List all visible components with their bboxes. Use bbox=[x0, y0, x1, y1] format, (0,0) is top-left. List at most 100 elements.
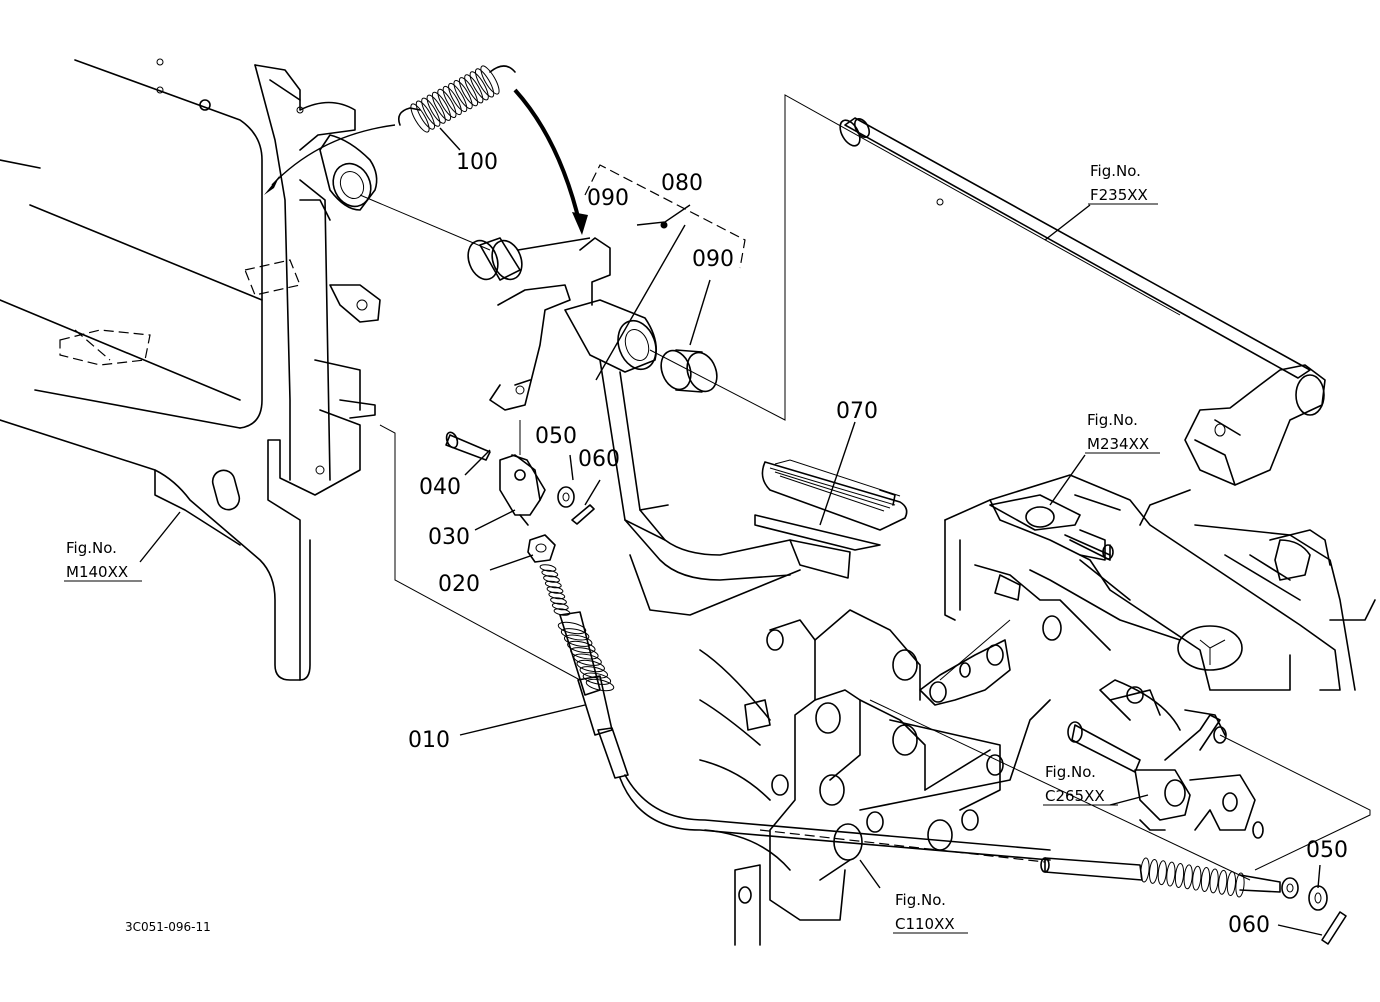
coil-turn bbox=[421, 97, 441, 127]
coil-turn bbox=[1235, 872, 1245, 898]
washer-050-top bbox=[557, 486, 575, 508]
coil-turn bbox=[1200, 867, 1211, 892]
top-rod-f235 bbox=[839, 117, 1326, 560]
coil-turn bbox=[1226, 871, 1237, 897]
coil-turn bbox=[464, 74, 484, 104]
svg-text:Fig.No.: Fig.No. bbox=[1045, 763, 1096, 781]
label-050-bottom: 050 bbox=[1306, 838, 1348, 863]
svg-text:Fig.No.: Fig.No. bbox=[895, 891, 946, 909]
pedal-arm-080 bbox=[489, 221, 801, 616]
cable-010 bbox=[539, 564, 1051, 861]
svg-text:C110XX: C110XX bbox=[895, 915, 955, 933]
foot-pad-070 bbox=[754, 459, 908, 579]
coil-turn bbox=[458, 77, 479, 107]
bracket-plate bbox=[254, 64, 381, 681]
coil-turn bbox=[1209, 868, 1219, 894]
coil-turn bbox=[1148, 858, 1159, 884]
coil-turn bbox=[469, 71, 489, 101]
label-060-bottom: 060 bbox=[1228, 913, 1270, 938]
label-090-right: 090 bbox=[692, 247, 734, 272]
coil-turn bbox=[560, 628, 590, 641]
part-labels: 100 090 080 090 070 050 060 040 030 020 … bbox=[408, 150, 1348, 938]
coil-turn bbox=[573, 653, 602, 666]
svg-text:M234XX: M234XX bbox=[1087, 435, 1149, 453]
coil-turn bbox=[550, 597, 567, 605]
coil-turn bbox=[582, 672, 612, 685]
coil-turn bbox=[410, 103, 430, 133]
nut-020 bbox=[527, 534, 556, 563]
link-plate bbox=[919, 619, 1011, 706]
spring-arrow-right-head bbox=[572, 212, 588, 235]
coil-turn bbox=[1157, 860, 1167, 886]
bracket-080 bbox=[584, 164, 746, 269]
coil-turn bbox=[576, 659, 605, 673]
coil-turn bbox=[543, 575, 560, 583]
fig-ref-c110: Fig.No. C110XX bbox=[893, 891, 968, 934]
coil-turn bbox=[1166, 861, 1176, 887]
coil-turn bbox=[551, 602, 569, 611]
cotter-060-top bbox=[571, 504, 595, 525]
label-070: 070 bbox=[836, 399, 878, 424]
bearing-m234 bbox=[1269, 529, 1376, 621]
coil-turn bbox=[431, 91, 452, 121]
coil-turn bbox=[557, 621, 587, 635]
fig-ref-c265: Fig.No. C265XX bbox=[1043, 763, 1118, 806]
label-100: 100 bbox=[456, 150, 498, 175]
svg-text:Fig.No.: Fig.No. bbox=[1090, 162, 1141, 180]
fig-ref-f235: Fig.No. F235XX bbox=[1088, 162, 1158, 205]
coil-turn bbox=[453, 80, 473, 110]
coil-turn bbox=[1174, 863, 1185, 888]
svg-text:Fig.No.: Fig.No. bbox=[66, 539, 117, 557]
label-080: 080 bbox=[661, 171, 703, 196]
washer-050-bottom bbox=[1308, 885, 1328, 911]
svg-text:C265XX: C265XX bbox=[1045, 787, 1105, 805]
coil-turn bbox=[544, 580, 562, 589]
coil-turn bbox=[480, 65, 500, 95]
label-090-top: 090 bbox=[587, 186, 629, 211]
fig-ref-m234: Fig.No. M234XX bbox=[1085, 411, 1160, 454]
spring-100 bbox=[397, 65, 516, 133]
cross-member bbox=[944, 474, 1356, 731]
coil-turn bbox=[1218, 869, 1228, 895]
bushing-090-left bbox=[467, 237, 523, 281]
coil-turn bbox=[475, 68, 495, 98]
clevis-030 bbox=[499, 454, 546, 526]
svg-text:F235XX: F235XX bbox=[1090, 186, 1148, 204]
pin-040 bbox=[445, 431, 491, 461]
left-frame-panel bbox=[0, 58, 311, 681]
coil-turn bbox=[1183, 864, 1193, 890]
spring-arrow-right bbox=[513, 88, 582, 226]
label-030: 030 bbox=[428, 525, 470, 550]
chassis-frame bbox=[699, 609, 1051, 946]
coil-turn bbox=[442, 85, 462, 116]
coil-turn bbox=[437, 88, 457, 118]
coil-turn bbox=[548, 591, 566, 600]
coil-turn bbox=[415, 100, 435, 130]
coil-turn bbox=[563, 634, 593, 647]
spring-arrow-left bbox=[271, 124, 396, 186]
label-060-top: 060 bbox=[578, 447, 620, 472]
svg-text:Fig.No.: Fig.No. bbox=[1087, 411, 1138, 429]
coil-turn bbox=[1192, 865, 1202, 891]
coil-turn bbox=[426, 94, 446, 124]
label-010: 010 bbox=[408, 728, 450, 753]
spring-arrow-left-head bbox=[264, 175, 280, 195]
label-050-top: 050 bbox=[535, 424, 577, 449]
fig-ref-m140: Fig.No. M140XX bbox=[64, 539, 142, 582]
svg-text:M140XX: M140XX bbox=[66, 563, 128, 581]
coil-turn bbox=[539, 564, 557, 572]
coil-turn bbox=[448, 82, 468, 113]
coil-turn bbox=[1140, 857, 1150, 883]
cable-rear-end bbox=[1040, 857, 1299, 899]
coil-turn bbox=[567, 640, 596, 654]
drawing-code: 3C051-096-11 bbox=[125, 920, 211, 934]
coil-turn bbox=[541, 569, 559, 578]
label-040: 040 bbox=[419, 475, 461, 500]
leader-lines bbox=[139, 127, 1323, 936]
label-020: 020 bbox=[438, 572, 480, 597]
bushing-090-right bbox=[660, 349, 718, 393]
lever-c265 bbox=[1067, 709, 1371, 871]
cotter-060-bottom bbox=[1321, 911, 1347, 945]
